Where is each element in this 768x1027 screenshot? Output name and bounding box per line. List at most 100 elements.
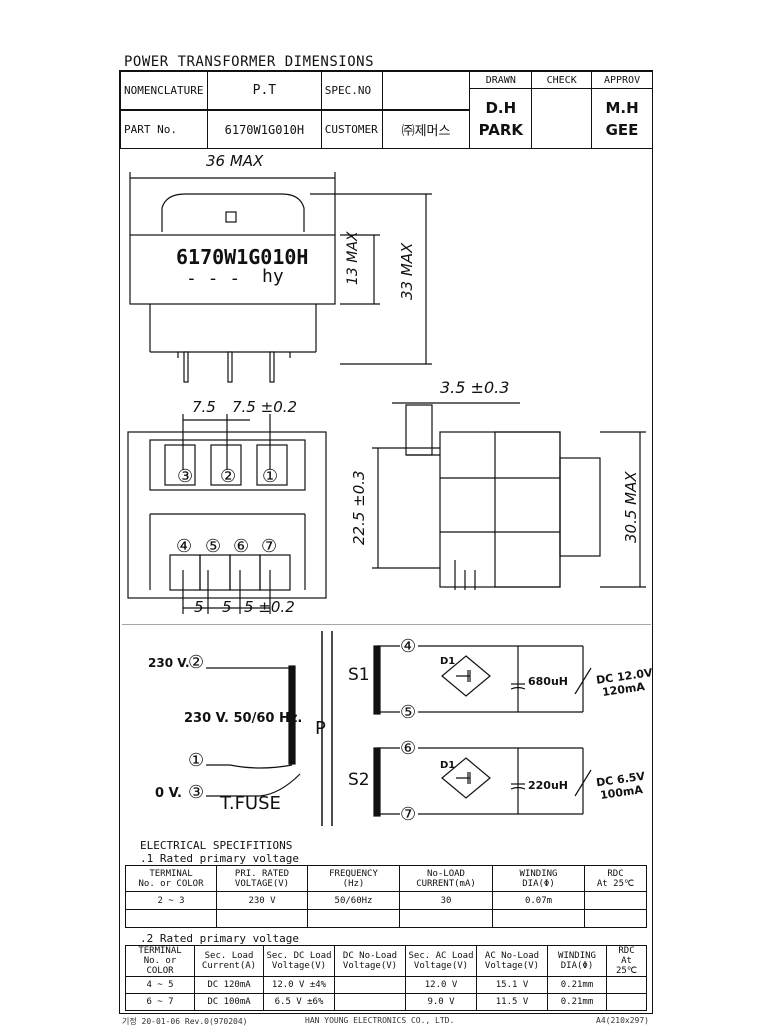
elec-spec-title: ELECTRICAL SPECIFITIONS — [140, 839, 293, 852]
diode-d1-label-b: D1 — [440, 760, 456, 771]
capacitor-2-value: 220uH — [528, 779, 568, 792]
t1-row-1: 2 ~ 3 230 V 50/60Hz 30 0.07m — [125, 891, 647, 910]
t2-cell — [334, 976, 406, 994]
pitch-bottom-e: 5 ±0.2 — [244, 598, 295, 616]
footer-right: A4(210x297) — [596, 1016, 649, 1025]
spec-no-label: SPEC.NO — [320, 71, 383, 110]
side-30-dimension: 30.5 MAX — [622, 471, 640, 543]
primary-p-label: P — [315, 718, 326, 739]
primary-rating: 230 V. 50/60 Hz. — [184, 711, 303, 726]
t1-row-empty — [125, 909, 647, 928]
secondary-pin-7: ⑦ — [400, 804, 417, 825]
t1-cell: 50/60Hz — [307, 891, 400, 910]
side-top-dimension: 3.5 ±0.3 — [440, 378, 510, 397]
nomenclature-value: P.T — [206, 71, 322, 110]
core-dash-label: - - - — [186, 268, 241, 289]
primary-0v-label: 0 V. — [155, 786, 182, 801]
customer-label: CUSTOMER — [320, 110, 383, 149]
side-22-dimension: 22.5 ±0.3 — [350, 470, 368, 545]
core-hy-label: hy — [262, 266, 284, 287]
width-dimension: 36 MAX — [206, 152, 264, 170]
t1-cell: 230 V — [216, 891, 308, 910]
t1-cell: 0.07m — [492, 891, 585, 910]
t2-cell: 11.5 V — [476, 993, 548, 1011]
footer-center: HAN YOUNG ELECTRONICS CO., LTD. — [305, 1016, 455, 1025]
part-no-label: PART No. — [120, 110, 208, 149]
pitch-top-a: 7.5 — [192, 398, 216, 416]
elec-spec-sub2: .2 Rated primary voltage — [140, 932, 299, 945]
diode-d1-label-a: D1 — [440, 656, 456, 667]
secondary-s1-label: S1 — [348, 665, 370, 685]
t2-cell: 6.5 V ±6% — [263, 993, 335, 1011]
t1-cell: 30 — [399, 891, 493, 910]
height-33-dimension: 33 MAX — [398, 242, 416, 300]
t2-cell: 9.0 V — [405, 993, 477, 1011]
circuit-schematic — [206, 631, 592, 826]
side-view — [439, 431, 561, 588]
t2-cell — [606, 976, 647, 994]
secondary-pin-5: ⑤ — [400, 702, 417, 723]
t2-cell: 12.0 V — [405, 976, 477, 994]
t2-row-1: 4 ~ 5 DC 120mA 12.0 V ±4% 12.0 V 15.1 V … — [125, 976, 647, 994]
pin-5-bottom: ⑤ — [205, 536, 222, 557]
primary-pin-2: ② — [188, 652, 205, 673]
t1-cell — [584, 891, 647, 910]
mechanical-drawing — [122, 172, 651, 625]
primary-230v-label: 230 V. — [148, 656, 190, 670]
secondary-pin-4: ④ — [400, 636, 417, 657]
t1-cell: 2 ~ 3 — [125, 891, 217, 910]
pitch-bottom-d: 5 — [222, 598, 232, 616]
t2-cell: DC 120mA — [194, 976, 264, 994]
pin-2-top: ② — [220, 466, 237, 487]
title-block: NOMENCLATURE P.T SPEC.NO DRAWN CHECK APP… — [120, 71, 653, 149]
drawn-name-line1: D.H — [485, 98, 517, 117]
approv-name-line1: M.H — [605, 98, 639, 117]
t2-cell: DC 100mA — [194, 993, 264, 1011]
core-part-label: 6170W1G010H — [176, 245, 309, 269]
bobbin-top — [161, 193, 305, 232]
pin-4-bottom: ④ — [176, 536, 193, 557]
t2-cell: 15.1 V — [476, 976, 548, 994]
document-title: POWER TRANSFORMER DIMENSIONS — [124, 54, 375, 70]
t2-cell: 12.0 V ±4% — [263, 976, 335, 994]
secondary-pin-6: ⑥ — [400, 738, 417, 759]
t2-cell: 0.21mm — [547, 993, 607, 1011]
drawing-frame — [119, 70, 653, 1014]
t2-cell: 0.21mm — [547, 976, 607, 994]
pin-1-top: ① — [262, 466, 279, 487]
pin-3-top: ③ — [177, 466, 194, 487]
pitch-bottom-c: 5 — [194, 598, 204, 616]
part-no-value: 6170W1G010H — [206, 110, 322, 149]
elec-spec-sub1: .1 Rated primary voltage — [140, 852, 299, 865]
primary-pin-3: ③ — [188, 782, 205, 803]
thermal-fuse-label: T.FUSE — [220, 793, 281, 814]
pin-6-bottom: ⑥ — [233, 536, 250, 557]
t2-cell — [334, 993, 406, 1011]
t2-row-2: 6 ~ 7 DC 100mA 6.5 V ±6% 9.0 V 11.5 V 0.… — [125, 993, 647, 1011]
customer-value: ㈜제머스 — [381, 110, 471, 149]
pitch-top-b: 7.5 ±0.2 — [232, 398, 298, 416]
capacitor-1-value: 680uH — [528, 675, 568, 688]
t2-cell: 6 ~ 7 — [125, 993, 195, 1011]
approv-name-line2: GEE — [605, 120, 639, 139]
t2-cell — [606, 993, 647, 1011]
check-value — [531, 88, 593, 149]
nomenclature-label: NOMENCLATURE — [120, 71, 208, 110]
footer-left: 기정 20-01-06 Rev.0(970204) — [122, 1017, 248, 1026]
secondary-s2-label: S2 — [348, 770, 370, 790]
t1-header-frequency: FREQUENCY(Hz) — [307, 865, 400, 892]
